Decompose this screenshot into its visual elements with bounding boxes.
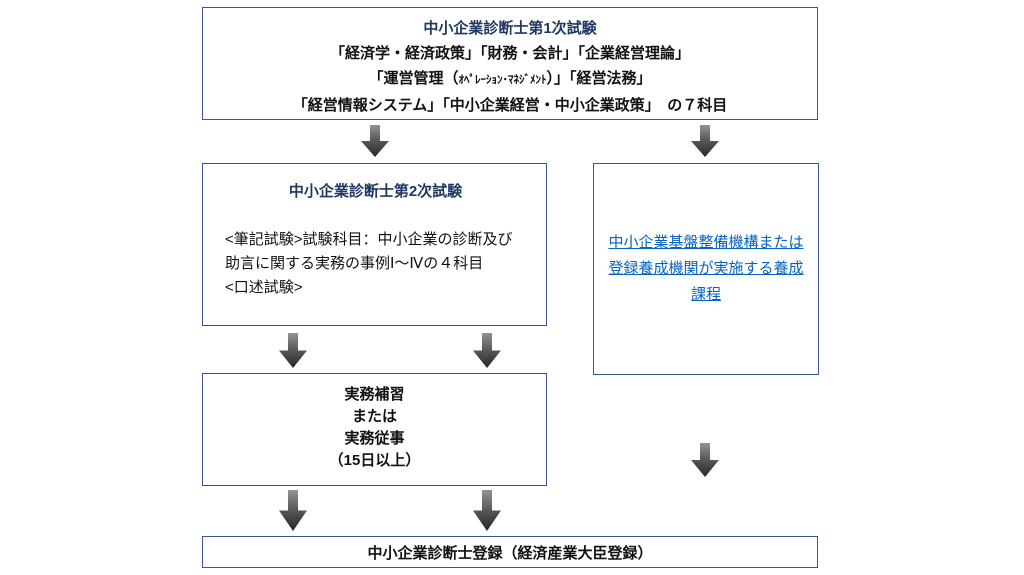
down-arrow-icon (279, 333, 307, 368)
exam1-box: 中小企業診断士第1次試験 「経済学・経済政策」「財務・会計」「企業経営理論」 「… (202, 7, 818, 120)
registration-text: 中小企業診断士登録（経済産業大臣登録） (367, 544, 653, 562)
practice-line2: または (351, 408, 397, 425)
exam1-subjects-line2: 「運営管理（ｵﾍﾟﾚｰｼｮﾝ･ﾏﾈｼﾞﾒﾝﾄ）」「経営法務」 (203, 66, 817, 93)
practice-line3: 実務従事 (344, 430, 405, 447)
down-arrow-icon (473, 490, 501, 531)
practice-line1: 実務補習 (344, 386, 405, 403)
exam1-subjects-line1: 「経済学・経済政策」「財務・会計」「企業経営理論」 (329, 45, 690, 62)
training-course-link[interactable]: 中小企業基盤整備機構または登録養成機関が実施する養成課程 (608, 234, 804, 303)
down-arrow-icon (691, 443, 719, 477)
exam1-title: 中小企業診断士第1次試験 (423, 20, 597, 37)
down-arrow-icon (279, 490, 307, 531)
down-arrow-icon (473, 333, 501, 368)
training-course-box: 中小企業基盤整備機構または登録養成機関が実施する養成課程 (593, 163, 819, 375)
down-arrow-icon (361, 125, 389, 157)
exam1-line2-post: ）」「経営法務」 (546, 70, 652, 87)
practice-line4: （15日以上） (328, 452, 421, 469)
exam2-box: 中小企業診断士第2次試験 <筆記試験>試験科目：中小企業の診断及び助言に関する実… (202, 163, 547, 326)
exam2-oral-exam-text: <口述試験> (225, 279, 303, 296)
exam1-line2-pre: 「運営管理（ (368, 70, 459, 87)
practice-box: 実務補習 または 実務従事 （15日以上） (202, 373, 547, 486)
exam2-written-exam-text: <筆記試験>試験科目：中小企業の診断及び助言に関する実務の事例Ⅰ～Ⅳの４科目 (225, 231, 513, 272)
exam1-subjects-line3: 「経営情報システム」「中小企業経営・中小企業政策」 の７科目 (292, 97, 728, 114)
down-arrow-icon (691, 125, 719, 157)
exam1-line2-small-kana: ｵﾍﾟﾚｰｼｮﾝ･ﾏﾈｼﾞﾒﾝﾄ (458, 74, 547, 86)
exam2-title: 中小企業診断士第2次試験 (288, 183, 463, 200)
registration-box: 中小企業診断士登録（経済産業大臣登録） (202, 536, 818, 568)
